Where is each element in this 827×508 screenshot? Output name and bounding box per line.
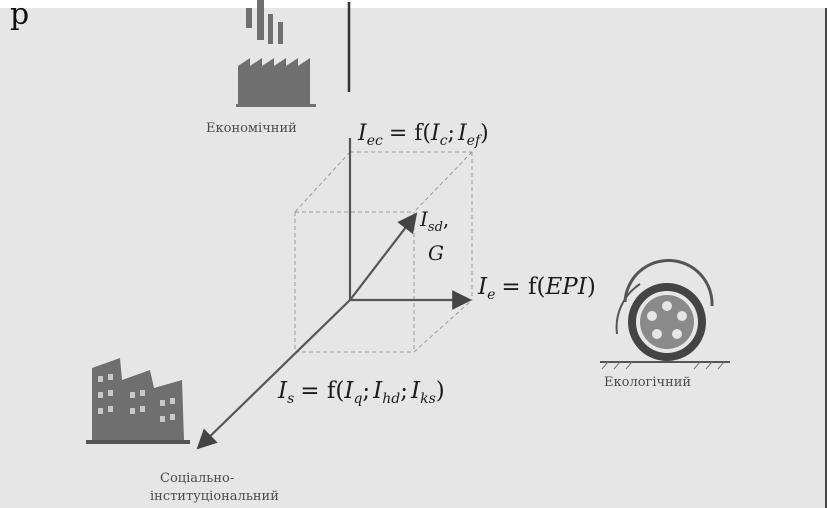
economic-label: Економічний [206, 121, 297, 136]
social-label-line2: інституціональний [150, 489, 279, 504]
top-white-strip [0, 0, 827, 8]
factory-icon [236, 0, 316, 107]
ecological-formula: Ie= f(EPI) [477, 274, 596, 303]
header-fragment: р [10, 0, 29, 32]
social-label-line1: Соціально- [160, 471, 234, 486]
sustainable-development-g: G [428, 241, 444, 265]
social-axis [196, 299, 351, 450]
recycle-wheel-icon [600, 258, 730, 370]
sustainable-development-vector [349, 212, 418, 301]
social-formula: Is= f(Iq;Ihd;Iks) [277, 378, 445, 407]
sustainable-development-label: Isd, [419, 207, 449, 235]
building-icon [86, 358, 190, 444]
economic-formula: Iec= f(Ic;Ief) [357, 121, 489, 149]
ecological-label: Екологічний [604, 375, 691, 390]
axes [196, 138, 472, 450]
